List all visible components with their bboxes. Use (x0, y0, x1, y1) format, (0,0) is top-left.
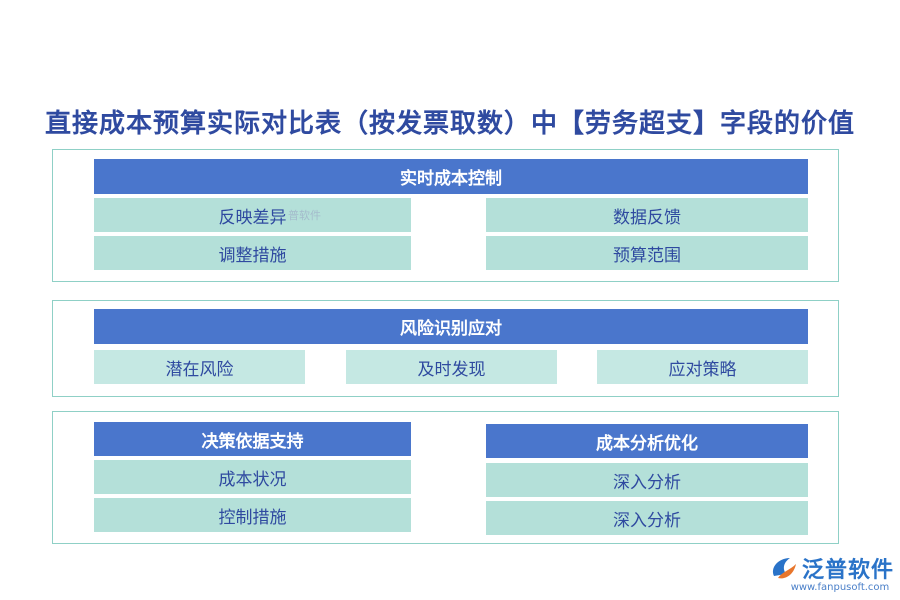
fanpu-logo-icon (772, 558, 796, 579)
item-reflect-difference: 反映差异 (94, 198, 411, 232)
item-budget-range: 预算范围 (486, 236, 808, 270)
item-deep-analysis-1: 深入分析 (486, 463, 808, 497)
item-control-measures: 控制措施 (94, 498, 411, 532)
item-timely-discovery: 及时发现 (346, 350, 557, 384)
item-response-strategy: 应对策略 (597, 350, 808, 384)
logo-name: 泛普软件 (802, 558, 895, 583)
header-cost-analysis: 成本分析优化 (486, 424, 808, 458)
item-cost-status: 成本状况 (94, 460, 411, 494)
header-decision-support: 决策依据支持 (94, 422, 411, 456)
item-adjust-measures: 调整措施 (94, 236, 411, 270)
header-risk-identification: 风险识别应对 (94, 309, 808, 344)
item-deep-analysis-2: 深入分析 (486, 501, 808, 535)
watermark-text: 普软件 (288, 209, 321, 222)
diagram-title: 直接成本预算实际对比表（按发票取数）中【劳务超支】字段的价值 (44, 109, 855, 139)
fanpu-logo: 泛普软件 (768, 553, 894, 583)
item-potential-risk: 潜在风险 (94, 350, 305, 384)
logo-url: www.fanpusoft.com (790, 582, 890, 593)
item-data-feedback: 数据反馈 (486, 198, 808, 232)
header-realtime-cost-control: 实时成本控制 (94, 159, 808, 194)
